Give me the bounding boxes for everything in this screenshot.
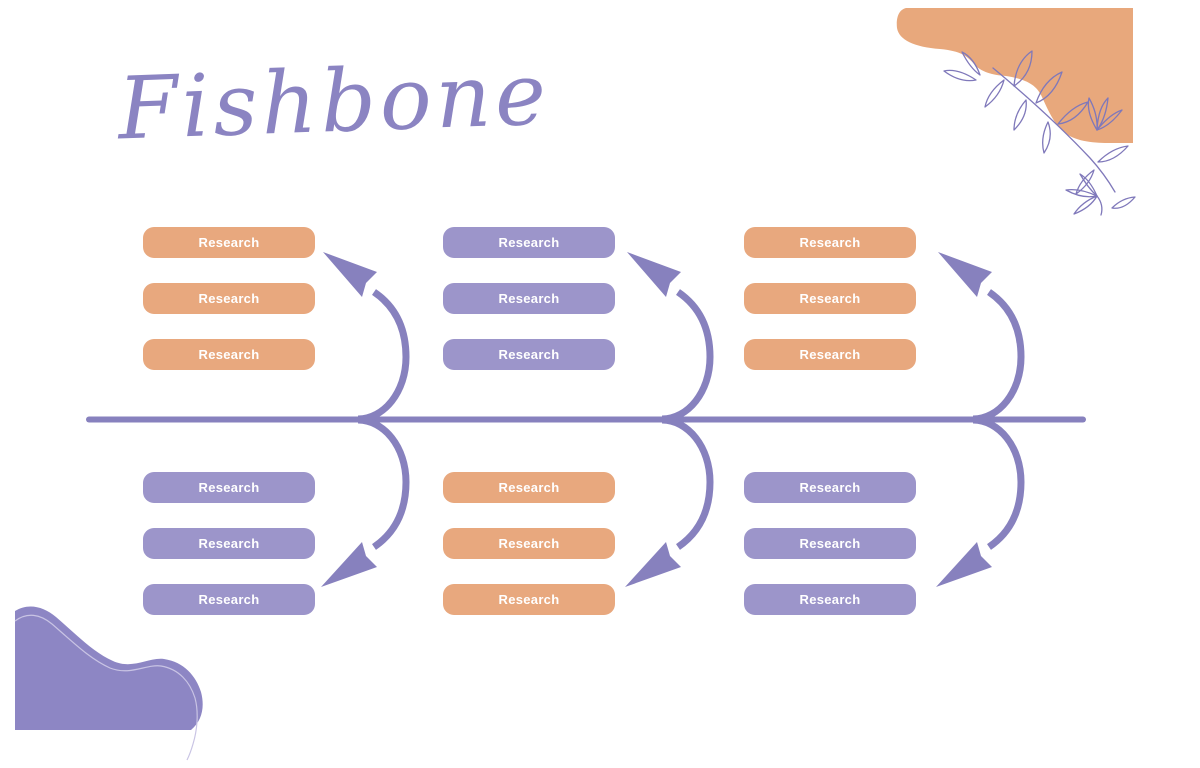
research-pill[interactable]: Research [744,227,916,258]
research-pill[interactable]: Research [143,339,315,370]
research-pill[interactable]: Research [143,472,315,503]
research-pill[interactable]: Research [143,283,315,314]
research-pill[interactable]: Research [443,227,615,258]
research-pill[interactable]: Research [744,528,916,559]
floral-decoration [943,50,1136,216]
research-pill[interactable]: Research [744,339,916,370]
research-pill[interactable]: Research [443,528,615,559]
corner-blob-outline [14,614,198,761]
research-pill[interactable]: Research [143,584,315,615]
research-pill[interactable]: Research [443,339,615,370]
research-pill[interactable]: Research [143,528,315,559]
page-title: Fishbone [116,44,552,160]
research-pill[interactable]: Research [143,227,315,258]
research-pill[interactable]: Research [744,472,916,503]
research-pill[interactable]: Research [443,584,615,615]
research-pill[interactable]: Research [744,283,916,314]
research-pill[interactable]: Research [744,584,916,615]
research-pill[interactable]: Research [443,283,615,314]
corner-blob-bottom-left [15,606,203,730]
research-pill[interactable]: Research [443,472,615,503]
